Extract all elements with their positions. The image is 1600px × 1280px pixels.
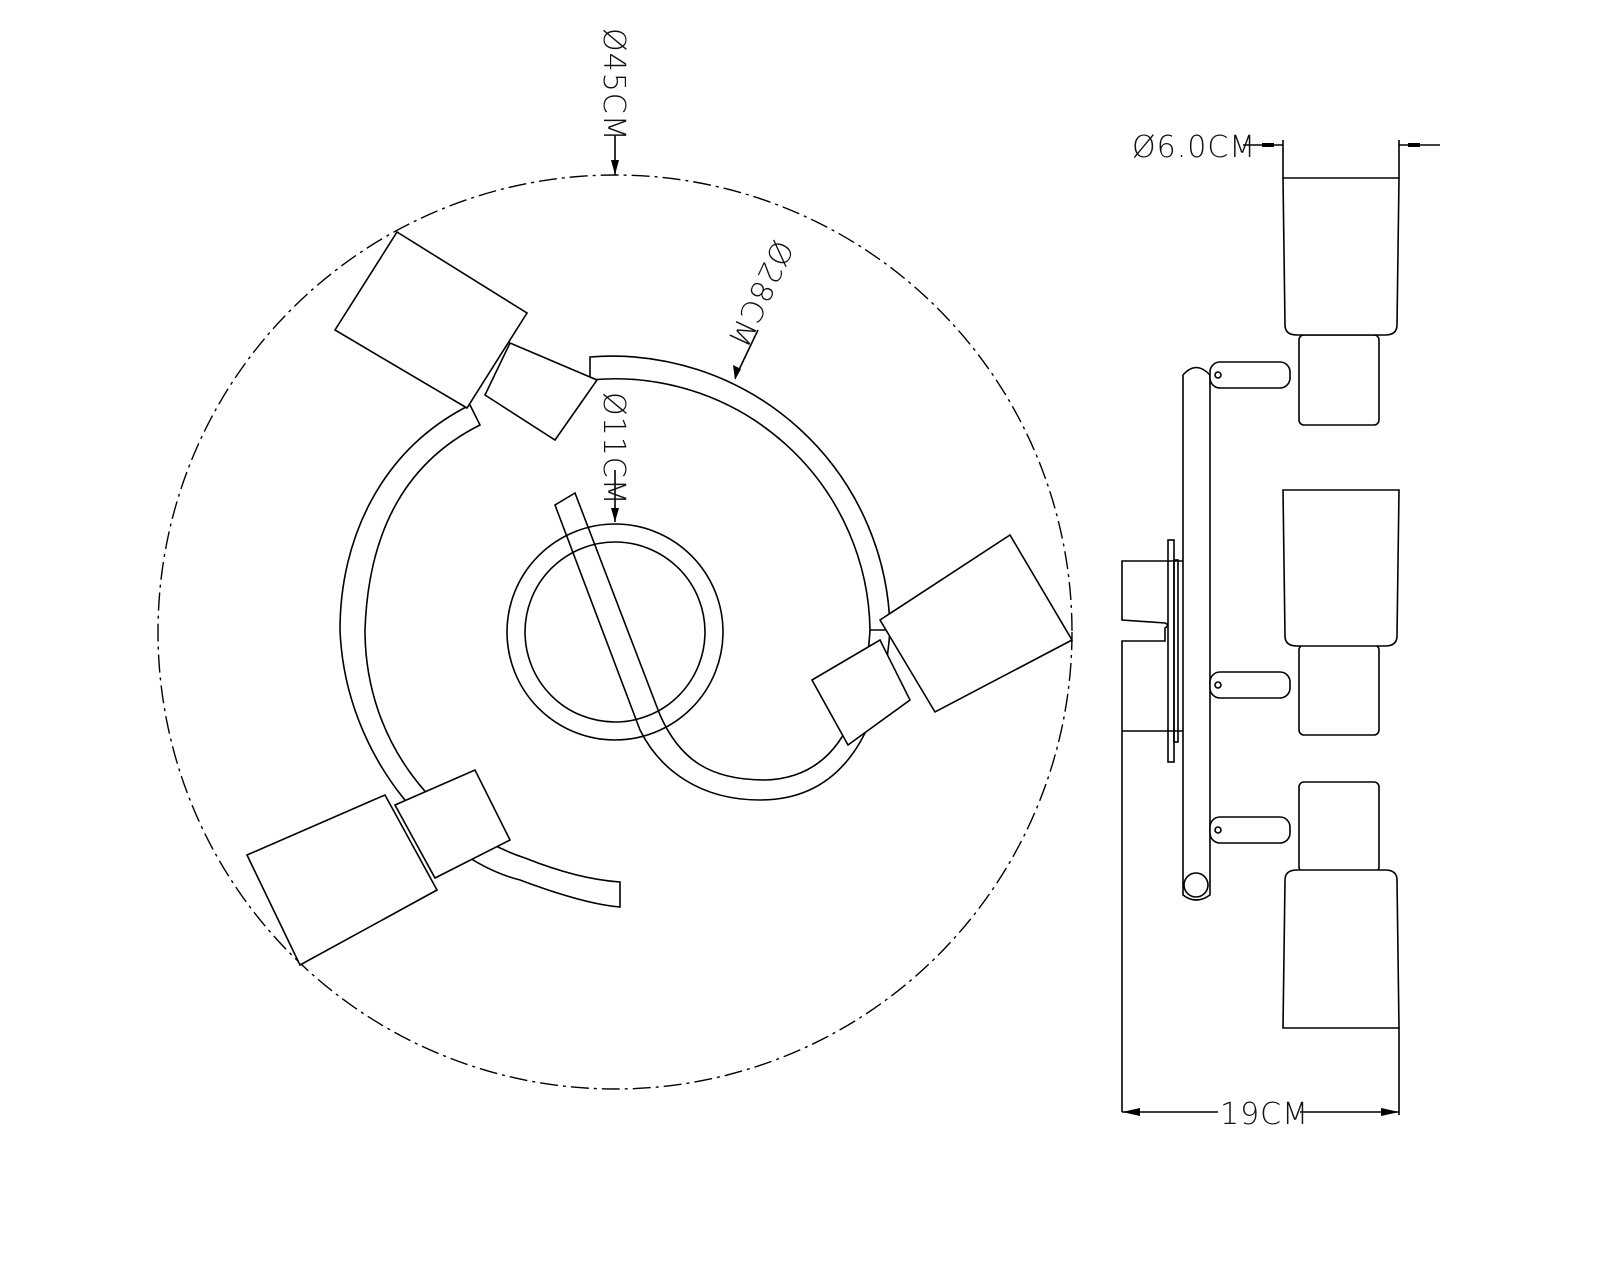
- center-ring-diameter-label: Ø11CM: [596, 392, 631, 506]
- shade-diameter-label: Ø6.0CM: [1132, 130, 1256, 165]
- side-lamp-bottom: [1282, 781, 1400, 1029]
- spiral-diameter-label: Ø28CM: [720, 235, 800, 353]
- top-view: Ø45CM Ø28CM Ø11CM: [157, 28, 1074, 1090]
- lamp-head-lower-left: [245, 768, 512, 967]
- spiral-arm-right: [589, 355, 891, 631]
- overall-diameter-label: Ø45CM: [596, 28, 631, 142]
- spiral-arm-right-lower: [554, 491, 891, 801]
- lamp-head-upper-left: [333, 230, 599, 442]
- spiral-arm-left: [339, 403, 621, 908]
- vertical-rod: [1182, 366, 1211, 901]
- side-view: Ø6.0CM 19CM: [1121, 130, 1440, 1132]
- side-lamp-top: [1282, 177, 1400, 426]
- side-lamp-middle: [1282, 489, 1400, 736]
- lamp-head-right: [810, 533, 1074, 747]
- height-label: 19CM: [1220, 1097, 1309, 1132]
- arm-joints: [1209, 361, 1291, 844]
- center-ring-outer: [506, 523, 724, 741]
- center-ring-inner: [524, 541, 706, 723]
